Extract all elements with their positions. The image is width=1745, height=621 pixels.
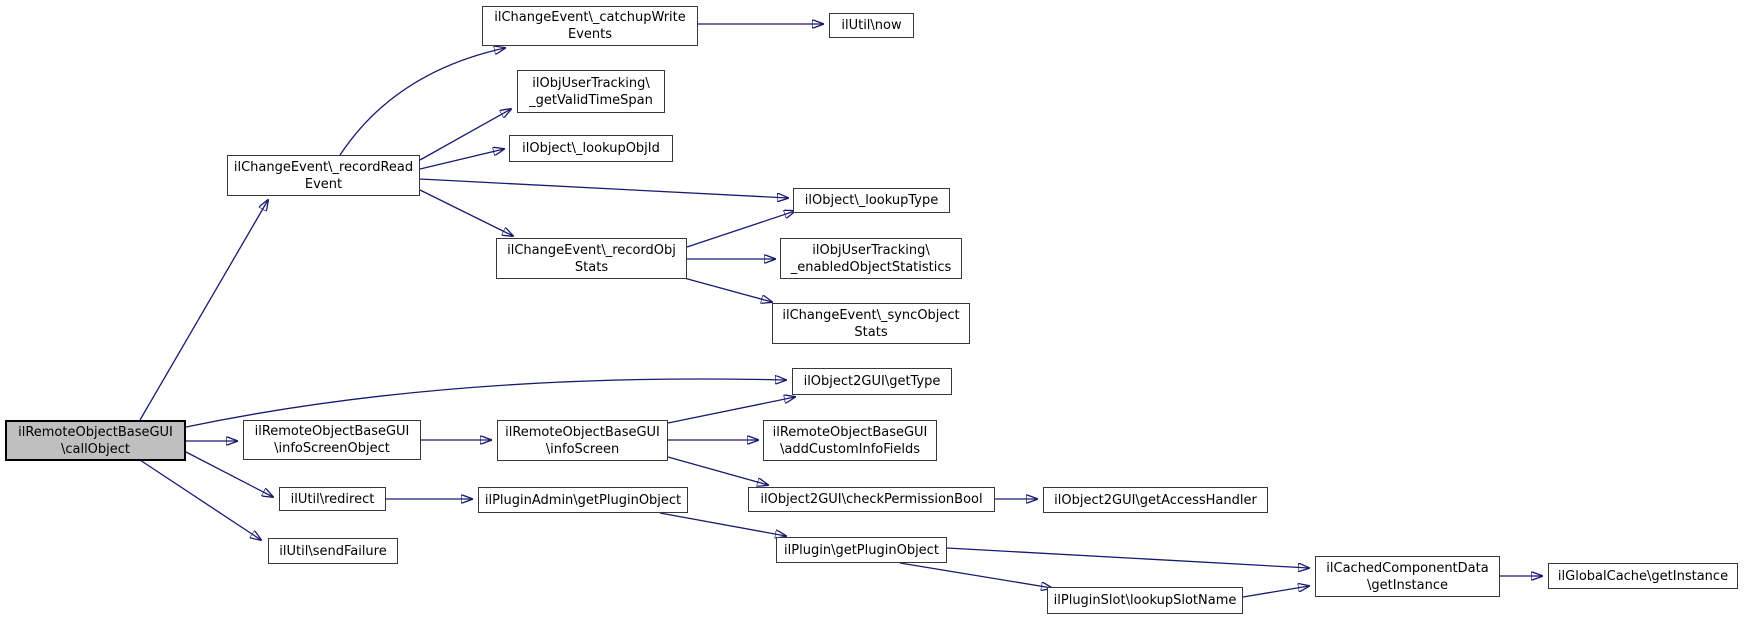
node-sendFailure[interactable]: ilUtil\sendFailure <box>268 538 398 564</box>
edge-callObject-redirect <box>185 451 273 497</box>
node-label: ilObject2GUI\checkPermissionBool <box>760 492 983 507</box>
edge-callObject-sendFailure <box>139 459 261 540</box>
node-callObject: ilRemoteObjectBaseGUI \callObject <box>5 420 186 461</box>
edge-callObject-getType <box>185 379 786 428</box>
node-infoScreenObject[interactable]: ilRemoteObjectBaseGUI \infoScreenObject <box>243 420 421 460</box>
node-lookupObjId[interactable]: ilObject\_lookupObjId <box>509 135 673 162</box>
node-lookupType[interactable]: ilObject\_lookupType <box>793 188 950 213</box>
node-label: ilUtil\now <box>841 18 902 33</box>
node-addCustomInfoFields[interactable]: ilRemoteObjectBaseGUI \addCustomInfoFiel… <box>763 420 937 461</box>
node-getValidTimeSpan[interactable]: ilObjUserTracking\ _getValidTimeSpan <box>517 70 665 113</box>
edge-lookupSlotName-cachedComponentDataGetInstance <box>1242 586 1309 598</box>
node-infoScreen[interactable]: ilRemoteObjectBaseGUI \infoScreen <box>497 420 668 461</box>
node-label: ilPlugin\getPluginObject <box>784 542 939 558</box>
node-label: ilRemoteObjectBaseGUI \addCustomInfoFiel… <box>772 424 928 457</box>
node-catchupWriteEvents[interactable]: ilChangeEvent\_catchupWrite Events <box>482 6 698 46</box>
node-now[interactable]: ilUtil\now <box>829 13 914 38</box>
edge-recordReadEvent-catchupWriteEvents <box>339 48 505 156</box>
node-label: ilUtil\sendFailure <box>279 543 387 559</box>
edge-recordReadEvent-recordObjStats <box>419 189 513 236</box>
node-getAccessHandler[interactable]: ilObject2GUI\getAccessHandler <box>1043 487 1268 513</box>
edge-recordReadEvent-lookupObjId <box>419 149 504 170</box>
node-redirect[interactable]: ilUtil\redirect <box>279 487 386 511</box>
node-recordObjStats[interactable]: ilChangeEvent\_recordObj Stats <box>496 238 687 279</box>
node-label: ilObject\_lookupObjId <box>522 141 660 156</box>
edge-pluginAdminGetPluginObject-pluginGetPluginObject <box>659 512 786 536</box>
node-label: ilChangeEvent\_catchupWrite Events <box>494 10 686 42</box>
node-label: ilChangeEvent\_recordObj Stats <box>507 242 676 275</box>
node-label: ilObject2GUI\getAccessHandler <box>1054 492 1257 508</box>
edge-callObject-recordReadEvent <box>139 200 268 421</box>
node-recordReadEvent[interactable]: ilChangeEvent\_recordRead Event <box>227 155 420 196</box>
node-label: ilRemoteObjectBaseGUI \callObject <box>18 424 173 457</box>
node-cachedComponentDataGetInstance[interactable]: ilCachedComponentData \getInstance <box>1315 556 1500 597</box>
node-label: ilChangeEvent\_recordRead Event <box>233 159 414 192</box>
node-label: ilCachedComponentData \getInstance <box>1326 560 1489 593</box>
edge-pluginGetPluginObject-cachedComponentDataGetInstance <box>946 547 1309 568</box>
edge-recordObjStats-syncObjectStats <box>683 277 772 302</box>
node-label: ilRemoteObjectBaseGUI \infoScreen <box>505 424 660 457</box>
edge-infoScreen-checkPermissionBool <box>667 456 768 485</box>
node-label: ilObjUserTracking\ _getValidTimeSpan <box>529 75 653 108</box>
edge-recordReadEvent-lookupType <box>419 178 788 198</box>
node-pluginGetPluginObject[interactable]: ilPlugin\getPluginObject <box>776 537 947 563</box>
node-label: ilObject2GUI\getType <box>803 374 941 389</box>
node-getType[interactable]: ilObject2GUI\getType <box>792 368 952 395</box>
node-label: ilObject\_lookupType <box>804 193 939 208</box>
edge-recordReadEvent-getValidTimeSpan <box>419 109 511 161</box>
node-label: ilRemoteObjectBaseGUI \infoScreenObject <box>254 424 410 456</box>
node-label: ilUtil\redirect <box>290 491 375 507</box>
edge-recordObjStats-lookupType <box>686 211 795 248</box>
node-label: ilPluginSlot\lookupSlotName <box>1053 593 1237 608</box>
node-globalCacheGetInstance[interactable]: ilGlobalCache\getInstance <box>1548 563 1738 589</box>
node-label: ilPluginAdmin\getPluginObject <box>484 492 682 508</box>
node-label: ilGlobalCache\getInstance <box>1557 568 1729 584</box>
node-label: ilChangeEvent\_syncObject Stats <box>782 307 960 340</box>
node-checkPermissionBool[interactable]: ilObject2GUI\checkPermissionBool <box>748 487 995 512</box>
node-syncObjectStats[interactable]: ilChangeEvent\_syncObject Stats <box>772 303 970 344</box>
edge-pluginGetPluginObject-lookupSlotName <box>899 562 1052 588</box>
edges-group <box>139 24 1542 598</box>
edge-infoScreen-getType <box>667 397 795 424</box>
node-enabledObjectStatistics[interactable]: ilObjUserTracking\ _enabledObjectStatist… <box>780 238 962 279</box>
node-lookupSlotName[interactable]: ilPluginSlot\lookupSlotName <box>1047 587 1243 614</box>
node-label: ilObjUserTracking\ _enabledObjectStatist… <box>790 242 952 275</box>
node-pluginAdminGetPluginObject[interactable]: ilPluginAdmin\getPluginObject <box>478 487 688 513</box>
